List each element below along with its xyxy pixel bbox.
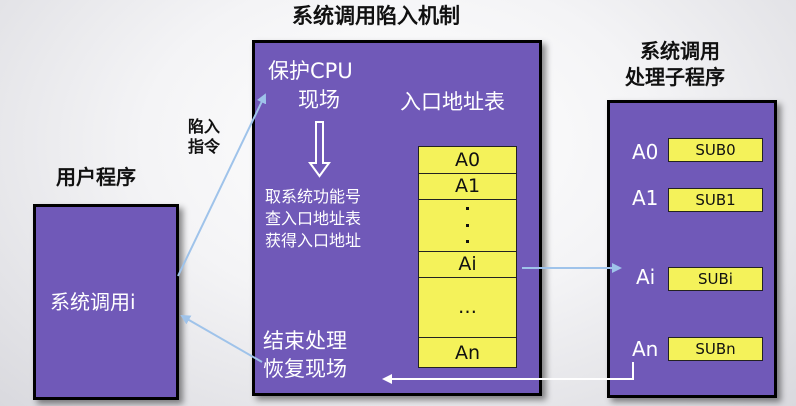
completion-arrow xyxy=(382,362,634,384)
vertical-dot xyxy=(466,207,469,210)
table-row-a0: A0 xyxy=(454,149,481,171)
end-processing-label: 结束处理 xyxy=(263,329,347,353)
user-program-panel xyxy=(33,204,179,400)
step-lookup-table: 查入口地址表 xyxy=(265,209,362,228)
vertical-dot xyxy=(466,240,469,243)
user-program-title: 用户程序 xyxy=(56,165,136,189)
save-cpu-label-line2: 现场 xyxy=(298,88,340,112)
vertical-dot xyxy=(466,224,469,227)
table-row-dots xyxy=(419,199,516,251)
trap-label-line2: 指令 xyxy=(188,137,221,156)
sub-addr-ai: Ai xyxy=(636,265,656,289)
entry-table-title: 入口地址表 xyxy=(400,90,505,114)
entry-address-table: A0 A1 Ai … An xyxy=(418,146,517,368)
diagram-title: 系统调用陷入机制 xyxy=(292,4,460,28)
sub-box-sub1: SUB1 xyxy=(668,188,763,212)
step-get-address: 获得入口地址 xyxy=(265,231,362,250)
down-arrow xyxy=(308,121,331,178)
table-row-ai: Ai xyxy=(419,251,516,277)
sub-addr-an: An xyxy=(632,337,659,361)
trap-label-line1: 陷入 xyxy=(188,117,221,136)
return-arrow xyxy=(180,315,263,363)
save-cpu-label-line1: 保护CPU xyxy=(268,59,353,83)
table-row-an: An xyxy=(419,337,516,369)
trap-arrow xyxy=(177,93,267,277)
step-get-function-number: 取系统功能号 xyxy=(265,187,362,206)
restore-cpu-label: 恢复现场 xyxy=(263,357,347,381)
handler-title-line1: 系统调用 xyxy=(640,39,720,63)
sub-addr-a0: A0 xyxy=(632,140,659,164)
sub-box-subi: SUBi xyxy=(668,267,763,291)
handler-title-line2: 处理子程序 xyxy=(625,65,725,89)
table-row-a1: A1 xyxy=(419,173,516,199)
sub-addr-a1: A1 xyxy=(632,186,659,210)
table-row-ellipsis: … xyxy=(419,277,516,337)
system-call-i-label: 系统调用i xyxy=(50,290,136,314)
sub-box-subn: SUBn xyxy=(668,337,763,361)
sub-box-sub0: SUB0 xyxy=(668,138,763,162)
